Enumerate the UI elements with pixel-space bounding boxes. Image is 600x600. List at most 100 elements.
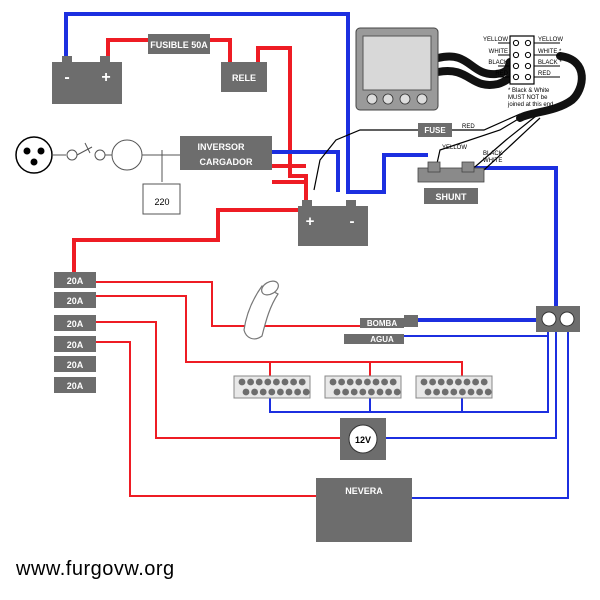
relay: RELE [221, 62, 267, 92]
led-dot [381, 378, 388, 386]
wire-fuse-red [452, 113, 521, 131]
mains-220-label: 220 [154, 197, 169, 207]
fuse-slot-4-label: 20A [67, 340, 84, 350]
term-left-black: BLACK [488, 60, 508, 66]
fuse-slot-1 [54, 272, 96, 288]
fuse-slot-5-label: 20A [67, 360, 84, 370]
led-dot [455, 378, 462, 386]
shore-power-inlet [15, 136, 53, 174]
led-dot [329, 378, 337, 386]
fuse-red-label: RED [462, 124, 475, 130]
main-fuse-label: FUSIBLE 50A [150, 40, 208, 50]
wire-shunt-yellow [435, 111, 531, 169]
led-dot [285, 388, 293, 396]
note-line-2: MUST NOT be [508, 95, 548, 101]
led-dot [429, 378, 436, 386]
inverter-label: INVERSOR [197, 142, 245, 152]
led-dot [476, 388, 483, 396]
led-dot [372, 378, 380, 386]
led-dot [338, 378, 345, 386]
led-dot [480, 378, 488, 386]
monitor-button-3 [399, 93, 411, 105]
fridge: NEVERA [316, 478, 412, 542]
starter-battery: - + [52, 56, 122, 104]
aux-battery-minus-label: - [350, 213, 355, 230]
led-dot [247, 378, 255, 386]
fuse-slot-5 [54, 356, 96, 372]
aux-battery-plus-label: + [306, 213, 315, 230]
led-dot [364, 378, 371, 386]
led-dots [238, 378, 492, 396]
led-dot [420, 378, 428, 386]
led-dot [484, 388, 492, 396]
fuse-panel: 20A 20A 20A 20A 20A 20A [54, 272, 96, 393]
led-dot [350, 388, 358, 396]
wire-aux-shunt [348, 153, 428, 194]
battery-minus-label: - [64, 69, 69, 86]
led-dot [238, 378, 246, 386]
monitor-button-2 [382, 93, 394, 105]
monitor-button-4 [416, 93, 428, 105]
inline-fuse-label: FUSE [424, 126, 446, 135]
return-pump [404, 320, 549, 337]
fuse-slot-2 [54, 292, 96, 308]
led-dot [459, 388, 466, 396]
aux-battery: + - [298, 200, 368, 246]
led-dot [446, 378, 454, 386]
shunt-label: SHUNT [436, 192, 468, 202]
water-tap-icon [243, 280, 279, 340]
wire-inverter-negative [272, 150, 340, 192]
fuse-slot-1-label: 20A [67, 276, 84, 286]
return-fridge [412, 330, 569, 499]
negative-bus-block [536, 306, 580, 332]
led-dot [450, 388, 458, 396]
fuse-slot-6-label: 20A [67, 381, 84, 391]
inverter-charger: INVERSOR CARGADOR [180, 136, 272, 170]
led-dot [281, 378, 289, 386]
fuse-slot-3 [54, 315, 96, 331]
monitor-cable-3 [516, 52, 586, 122]
pump-label-2: AGUA [370, 335, 394, 344]
term-left-red: RED [495, 71, 508, 77]
led-dot [294, 388, 301, 396]
water-pump: BOMBA AGUA [344, 315, 418, 344]
led-dot [472, 378, 479, 386]
led-dot [433, 388, 440, 396]
wire-shunt-bus [472, 166, 558, 306]
led-dot [333, 388, 341, 396]
shunt: SHUNT YELLOW BLACK WHITE [417, 145, 503, 204]
shunt-black-label: BLACK [483, 151, 503, 157]
charger-label: CARGADOR [200, 157, 253, 167]
led-dot [298, 378, 306, 386]
shunt-yellow-label: YELLOW [442, 145, 467, 151]
led-dot [242, 388, 250, 396]
circuit-4-fridge [96, 341, 316, 497]
socket-12v-label: 12V [355, 435, 371, 445]
led-dot [385, 388, 392, 396]
led-dot [437, 378, 445, 386]
watermark: www.furgovw.org [16, 558, 175, 580]
term-right-yellow: YELLOW [538, 37, 563, 43]
led-dot [268, 388, 276, 396]
pump-label-1: BOMBA [367, 319, 397, 328]
mains-220-box: 220 [142, 183, 181, 215]
fuse-slot-6 [54, 377, 96, 393]
relay-label: RELE [232, 73, 256, 83]
term-right-red: RED [538, 71, 551, 77]
led-dot [251, 388, 258, 396]
wire-fuse-relay [210, 38, 232, 62]
led-dot [255, 378, 263, 386]
led-dot [259, 388, 267, 396]
led-dot [441, 388, 449, 396]
led-dot [264, 378, 272, 386]
breaker-symbol [52, 139, 180, 182]
led-dot [302, 388, 310, 396]
circuit-1-pump [96, 281, 360, 327]
term-left-white: WHITE [489, 49, 508, 55]
led-dot [393, 388, 401, 396]
led-dot [467, 388, 475, 396]
fridge-label: NEVERA [345, 486, 383, 496]
fuse-slot-2-label: 20A [67, 296, 84, 306]
main-fuse: FUSIBLE 50A [148, 34, 210, 54]
term-right-white: WHITE * [538, 49, 562, 55]
